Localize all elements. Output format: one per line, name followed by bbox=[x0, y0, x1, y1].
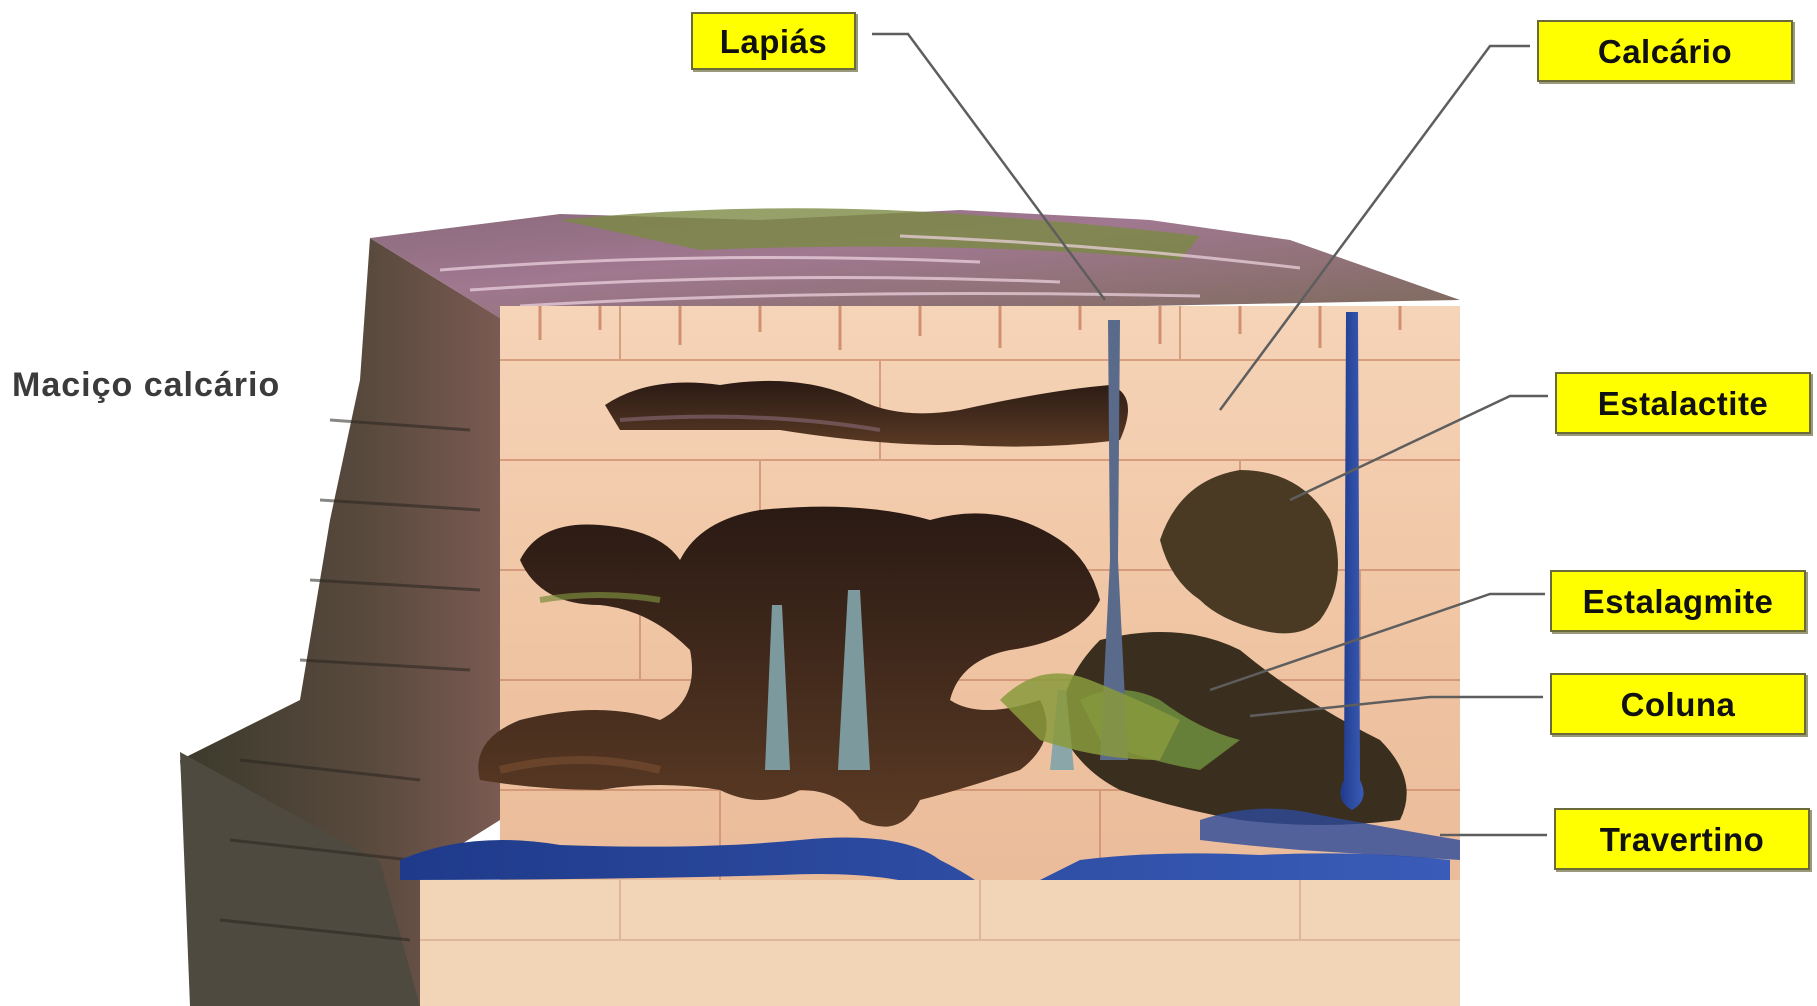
label-lapias: Lapiás bbox=[691, 12, 856, 70]
label-coluna: Coluna bbox=[1550, 673, 1806, 735]
label-calcario: Calcário bbox=[1537, 20, 1793, 82]
label-macico-calcario: Maciço calcário bbox=[12, 366, 280, 405]
label-travertino: Travertino bbox=[1554, 808, 1810, 870]
label-estalactite: Estalactite bbox=[1555, 372, 1811, 434]
label-estalagmite: Estalagmite bbox=[1550, 570, 1806, 632]
